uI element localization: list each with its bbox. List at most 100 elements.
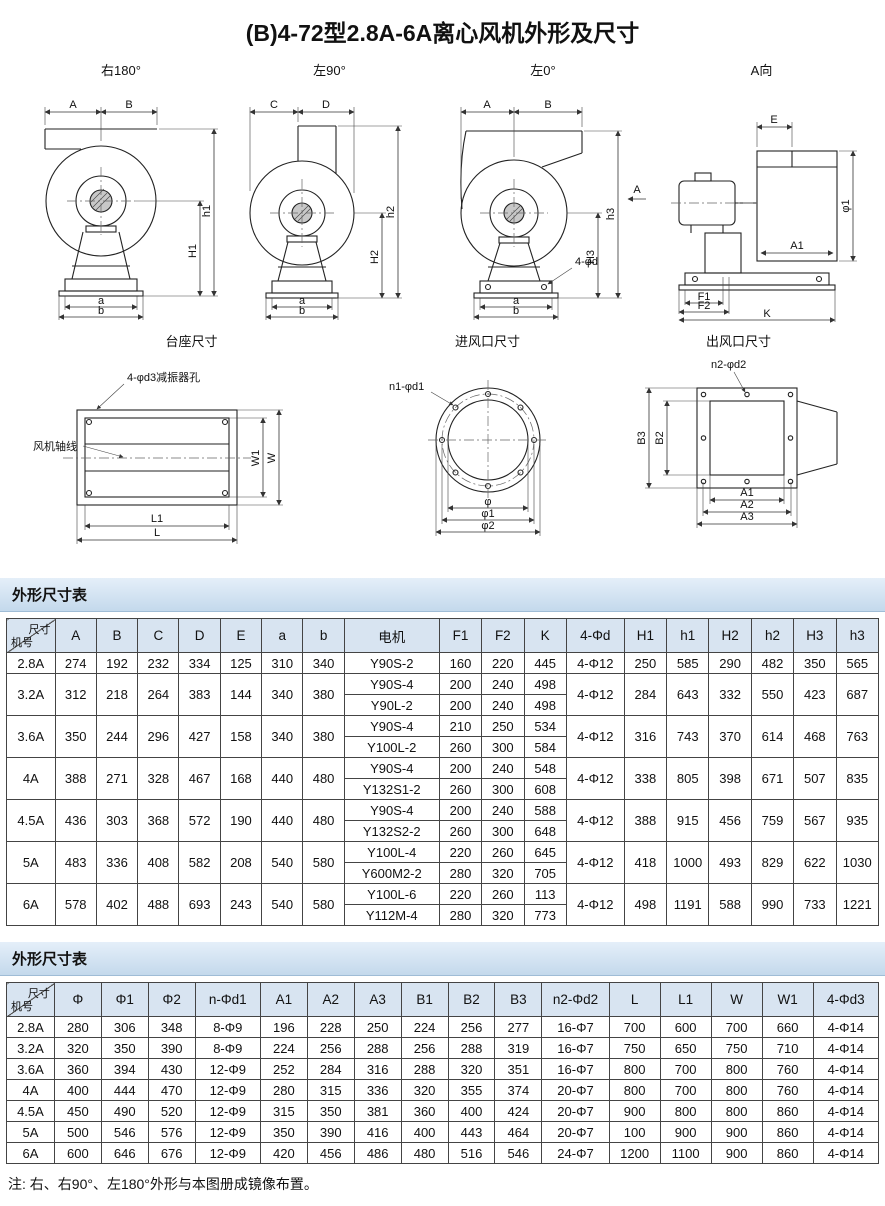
table-cell: 320 bbox=[53, 1037, 102, 1059]
fan-axis-label: 风机轴线 bbox=[33, 439, 77, 453]
table-cell: 760 bbox=[761, 1058, 814, 1080]
model-cell: 4A bbox=[6, 757, 56, 800]
table-cell: 516 bbox=[447, 1142, 496, 1164]
view-right-180: 右180° bbox=[19, 60, 224, 321]
corner-bottom-label: 机号 bbox=[11, 637, 33, 649]
table-cell: 319 bbox=[494, 1037, 543, 1059]
table-cell: 468 bbox=[793, 715, 837, 758]
table-cell: 436 bbox=[54, 799, 97, 842]
column-header: B2 bbox=[447, 982, 496, 1017]
corner-bottom-label: 机号 bbox=[11, 1001, 33, 1013]
table-cell: 12-Φ9 bbox=[194, 1100, 261, 1122]
dim-label: A1 bbox=[790, 240, 803, 252]
table-cell: 250 bbox=[481, 715, 525, 737]
view-base: 台座尺寸 bbox=[27, 331, 357, 562]
table-cell: 360 bbox=[400, 1100, 449, 1122]
table-cell: 351 bbox=[494, 1058, 543, 1080]
table-cell: 700 bbox=[710, 1016, 763, 1038]
table-cell: 486 bbox=[353, 1142, 402, 1164]
corner-top-label: 尺寸 bbox=[27, 988, 50, 1000]
column-header: W1 bbox=[761, 982, 814, 1017]
table-cell: 144 bbox=[219, 673, 263, 716]
table-cell: 20-Φ7 bbox=[541, 1100, 610, 1122]
table-cell: 306 bbox=[100, 1016, 149, 1038]
column-header: H1 bbox=[623, 618, 668, 653]
table-cell: 355 bbox=[447, 1079, 496, 1101]
table-cell: 805 bbox=[666, 757, 710, 800]
table-cell: 743 bbox=[666, 715, 710, 758]
table-cell: 400 bbox=[400, 1121, 449, 1143]
table-cell: 256 bbox=[306, 1037, 355, 1059]
table-cell: 608 bbox=[523, 778, 567, 800]
table-cell: 600 bbox=[659, 1016, 712, 1038]
table-cell: 350 bbox=[54, 715, 97, 758]
dim-label: b bbox=[512, 305, 518, 317]
table-cell: 224 bbox=[400, 1016, 449, 1038]
motor-cell: Y90S-4 bbox=[343, 799, 440, 821]
table-cell: 398 bbox=[708, 757, 752, 800]
model-cell: 5A bbox=[6, 1121, 55, 1143]
table-cell: 498 bbox=[523, 694, 567, 716]
table-cell: 676 bbox=[147, 1142, 196, 1164]
table-cell: 250 bbox=[623, 652, 668, 674]
dim-label: H3 bbox=[585, 250, 597, 264]
table-cell: 1030 bbox=[835, 841, 879, 884]
table-cell: 336 bbox=[95, 841, 139, 884]
table-cell: 400 bbox=[53, 1079, 102, 1101]
dim-label: b bbox=[97, 305, 103, 317]
table-cell: 467 bbox=[178, 757, 221, 800]
table-cell: 340 bbox=[302, 652, 345, 674]
table-cell: 4-Φ14 bbox=[812, 1037, 880, 1059]
table-cell: 1221 bbox=[835, 883, 879, 926]
table-cell: 260 bbox=[481, 841, 525, 863]
table-cell: 700 bbox=[659, 1079, 712, 1101]
table-cell: 450 bbox=[53, 1100, 102, 1122]
table-cell: 310 bbox=[261, 652, 304, 674]
table-cell: 4-Φ14 bbox=[812, 1016, 880, 1038]
section-title: 外形尺寸表 bbox=[12, 587, 88, 604]
table-cell: 750 bbox=[710, 1037, 763, 1059]
table-cell: 482 bbox=[750, 652, 795, 674]
table-cell: 565 bbox=[835, 652, 879, 674]
dim-label: φ2 bbox=[481, 520, 494, 532]
table-cell: 288 bbox=[353, 1037, 402, 1059]
column-header: B3 bbox=[494, 982, 543, 1017]
fan-outline bbox=[459, 130, 583, 299]
column-header: E bbox=[219, 618, 263, 653]
table-cell: 200 bbox=[438, 694, 483, 716]
dim-label: H1 bbox=[187, 244, 199, 258]
table-cell: 750 bbox=[608, 1037, 661, 1059]
table-cell: 600 bbox=[53, 1142, 102, 1164]
table-cell: 320 bbox=[400, 1079, 449, 1101]
outlet-drawing: n2-φd2 B3 B2 A1 A2 A3 bbox=[636, 359, 838, 528]
table-cell: 622 bbox=[793, 841, 837, 884]
fan-drawing-a-direction: E φ1 A1 F1 F2 K bbox=[670, 114, 857, 323]
dimensions: n2-φd2 B3 B2 A1 A2 A3 bbox=[636, 359, 798, 528]
detail-views-row: 台座尺寸 bbox=[0, 331, 885, 562]
table-cell: 759 bbox=[750, 799, 795, 842]
table-cell: 480 bbox=[302, 799, 345, 842]
model-cell: 2.8A bbox=[6, 652, 56, 674]
table-cell: 800 bbox=[659, 1100, 712, 1122]
table-cell: 580 bbox=[302, 841, 345, 884]
dim-label: E bbox=[770, 114, 777, 126]
table-cell: 440 bbox=[261, 799, 304, 842]
table-cell: 423 bbox=[793, 673, 837, 716]
fan-outline bbox=[677, 150, 838, 291]
table-cell: 763 bbox=[835, 715, 879, 758]
table-cell: 1191 bbox=[666, 883, 710, 926]
table-cell: 274 bbox=[54, 652, 97, 674]
fan-drawing-left-0: A B H3 h3 a b 4-φd A bbox=[459, 99, 646, 320]
